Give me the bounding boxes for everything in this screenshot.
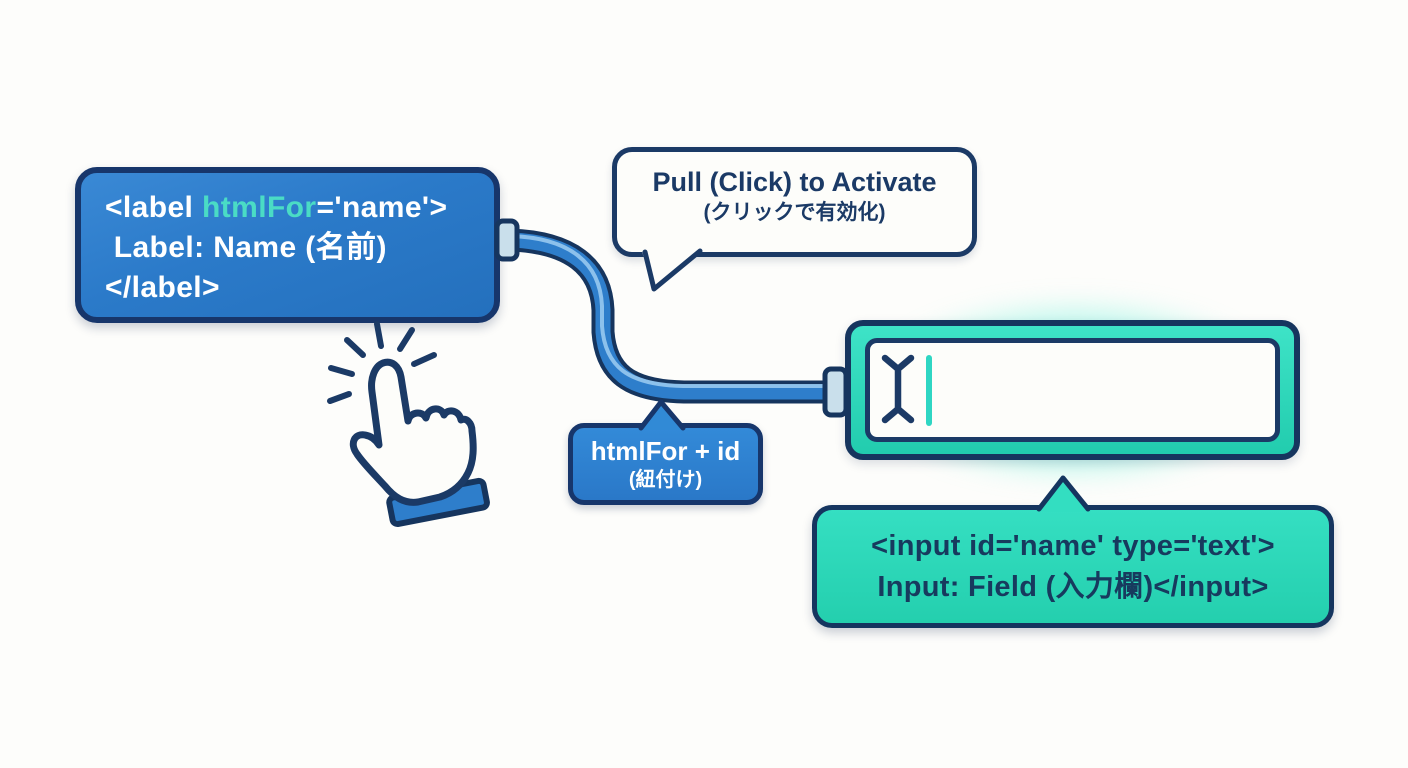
label-code-line-2: Label: Name (名前)	[105, 231, 387, 264]
click-rays-icon	[327, 321, 437, 404]
link-badge-subtitle: (紐付け)	[628, 469, 703, 491]
activate-bubble: Pull (Click) to Activate (クリックで有効化)	[612, 147, 977, 257]
input-code-bubble-tail	[1036, 475, 1091, 512]
htmlfor-value: ='name'>	[316, 191, 448, 224]
input-code-line-2: Input: Field (入力欄)</input>	[877, 571, 1269, 603]
hand-pointer-icon	[327, 321, 490, 528]
label-plug	[494, 218, 520, 262]
connector-cable	[498, 228, 850, 404]
hand-outline	[349, 358, 477, 506]
link-badge-tail	[638, 399, 686, 431]
input-code-line-1: <input id='name' type='text'>	[871, 530, 1275, 562]
cable-highlight	[509, 234, 835, 388]
link-badge-title: htmlFor + id	[590, 436, 741, 466]
i-beam-cursor-icon	[881, 354, 915, 424]
label-tag-open: <label	[105, 191, 203, 224]
label-code-line-3: </label>	[105, 271, 220, 304]
label-code-box[interactable]: <label htmlFor='name'> Label: Name (名前) …	[75, 167, 500, 323]
activate-bubble-title: Pull (Click) to Activate	[652, 167, 937, 197]
htmlfor-attribute: htmlFor	[202, 191, 317, 224]
input-field-frame[interactable]	[845, 320, 1300, 460]
input-plug	[822, 366, 849, 418]
label-code-line-1: <label htmlFor='name'>	[105, 188, 494, 228]
activate-bubble-subtitle: (クリックで有効化)	[703, 201, 886, 224]
input-field[interactable]	[865, 338, 1280, 442]
activate-bubble-tail	[641, 248, 703, 292]
